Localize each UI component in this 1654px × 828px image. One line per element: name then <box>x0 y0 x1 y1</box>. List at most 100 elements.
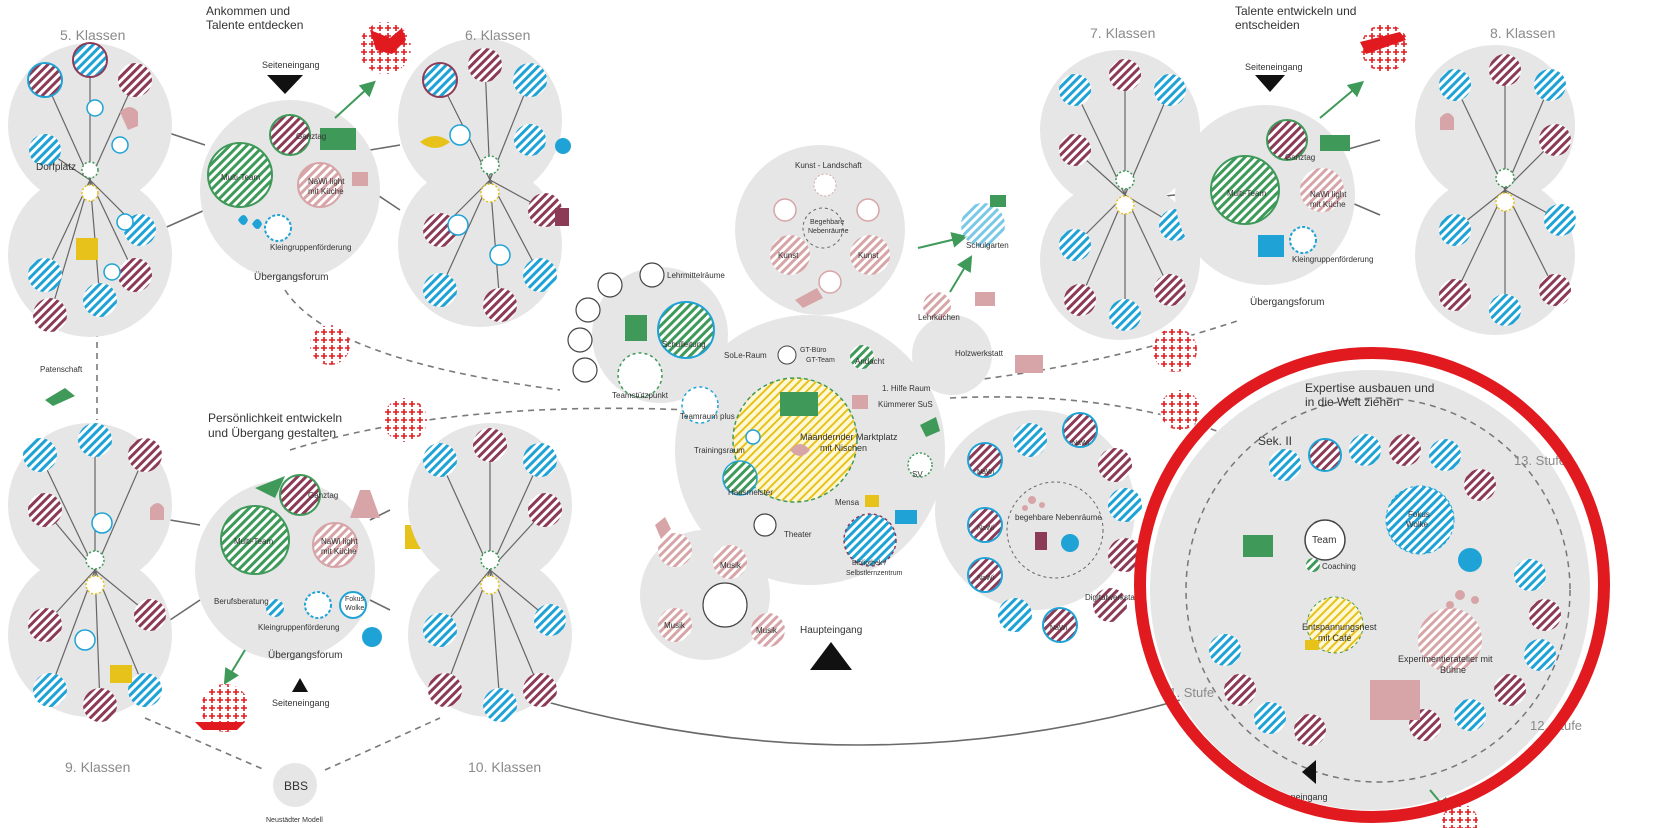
bbs-label: BBS <box>284 779 308 793</box>
digitalwerkstatt-label: Digitalwerkstatt <box>1085 593 1140 602</box>
kunst-landschaft-label: Kunst - Landschaft <box>795 161 862 170</box>
fokus-label: Fokus <box>345 596 365 603</box>
kleingruppe-label: Kleingruppenförderung <box>270 243 351 252</box>
cluster-label-6: 6. Klassen <box>465 27 530 43</box>
kleingruppe-label-2: Kleingruppenförderung <box>258 623 339 632</box>
uebergangsforum-label-2: Übergangsforum <box>268 649 342 661</box>
musik-label-2: Musik <box>664 621 686 630</box>
sek-fokus-label: Fokus <box>1408 510 1430 519</box>
cluster-7-klassen: 7. Klassen <box>1040 25 1200 340</box>
brain-icon <box>1061 534 1079 552</box>
brain-head-icon <box>362 627 382 647</box>
bbs-node: BBS Neustädter Modell <box>266 763 323 824</box>
uebergangsforum-label: Übergangsforum <box>254 271 328 283</box>
guitarist-icon <box>655 517 671 539</box>
trainingsraum-label: Trainingsraum <box>694 446 745 455</box>
brain-head-icon-2 <box>1458 548 1482 572</box>
gt-team-label: GT-Team <box>806 357 835 364</box>
seiteneingang-label: Seiteneingang <box>262 60 320 70</box>
marktplatz-label: Mäandernder Marktplatz <box>800 432 898 442</box>
schulleitung-label: Schulleitung <box>662 340 706 349</box>
person-relaxing-icon <box>1440 113 1454 130</box>
microscope-icon <box>1035 532 1047 550</box>
coaching-label: Coaching <box>1322 562 1356 571</box>
multi-team-label-3: Multi-Team <box>1227 189 1266 198</box>
theater-label: Theater <box>784 530 812 539</box>
andacht-label: Andacht <box>855 357 885 366</box>
team-label: Team <box>1312 535 1336 546</box>
nawi-light-label-2: NaWi light <box>321 537 358 546</box>
cluster-5-klassen: 5. Klassen Dorfplatz <box>8 27 172 337</box>
main-entrance-triangle-icon <box>810 642 852 670</box>
gt-buero-label: GT-Büro <box>800 347 827 354</box>
mit-kueche-label: mit Küche <box>308 187 344 196</box>
phase-ankommen-subtitle: Talente entdecken <box>206 18 303 32</box>
phase-persoenlichkeit-subtitle: und Übergang gestalten <box>208 426 336 440</box>
entspannungsnest-label: Entspannungsnest <box>1302 622 1377 632</box>
patenschaft-label: Patenschaft <box>40 365 83 374</box>
mensa-label: Mensa <box>835 498 860 507</box>
sv-label: SV <box>912 470 923 479</box>
sek-ii-label: Sek. II <box>1258 434 1292 448</box>
uebergangsforum-label-3: Übergangsforum <box>1250 296 1324 308</box>
phase-persoenlichkeit-title: Persönlichkeit entwickeln <box>208 411 342 425</box>
coffee-cup-icon-2 <box>1305 640 1319 650</box>
nawi-label-2: NaWi <box>1072 440 1090 447</box>
selbstlernzentrum-label: Selbstlernzentrum <box>846 570 903 577</box>
sled-icon <box>45 388 75 406</box>
kunst-label-1: Kunst <box>778 251 799 260</box>
multi-team-label-2: Multi-Team <box>234 537 273 546</box>
mit-nischen-label: mit Nischen <box>820 443 867 453</box>
nawi-light-label: NaWi light <box>308 177 345 186</box>
phase-talente-subtitle: entscheiden <box>1235 18 1300 32</box>
conversation-icon <box>1258 235 1284 257</box>
teamraum-plus-label: Teamraum plus <box>680 412 735 421</box>
sek-ii-area: Sek. II 13. Stufe 11. Stufe 12. Stufe Te… <box>1150 370 1590 828</box>
coaching-people-icon <box>1243 535 1273 557</box>
dorfplatz-label: Dorfplatz <box>36 162 76 173</box>
stufe-13-label: 13. Stufe <box>1514 453 1566 468</box>
hausmeister-label: Hausmeister <box>728 488 773 497</box>
sek-ii-rooms <box>1209 434 1561 746</box>
paint-hand-icon <box>795 288 823 308</box>
neustaedter-label: Neustädter Modell <box>266 817 323 824</box>
schulgarten-label: Schulgarten <box>966 241 1009 250</box>
toolbox-icon <box>1015 355 1043 373</box>
cluster-8-klassen: 8. Klassen <box>1415 25 1576 335</box>
hub-persoenlichkeit: Multi-Team Ganztag NaWi light mit Küche … <box>195 398 431 732</box>
kleingruppe-label-3: Kleingruppenförderung <box>1292 255 1373 264</box>
cluster-label-5: 5. Klassen <box>60 27 125 43</box>
picture-frame-icon <box>852 395 868 409</box>
entrance-triangle-icon-2 <box>292 678 308 692</box>
phase-talente-title: Talente entwickeln und <box>1235 4 1356 18</box>
flask-icon <box>350 490 380 518</box>
person-sitting-icon <box>120 107 138 130</box>
phase-expertise-title: Expertise ausbauen und <box>1305 381 1434 395</box>
ganztag-label-2: Ganztag <box>308 491 338 500</box>
entrance-triangle-icon-3 <box>1255 75 1285 92</box>
nebenraeume-label: Nebenräume <box>808 228 849 235</box>
nawi-begehbare-label: begehbare Nebenräume <box>1015 513 1102 522</box>
nawi-label-3: NaWi <box>977 525 995 532</box>
haupteingang-label: Haupteingang <box>800 625 862 636</box>
cluster-label-9: 9. Klassen <box>65 759 130 775</box>
mit-cafe-label: mit Café <box>1318 633 1352 643</box>
lehrkuechen-label: Lehrküchen <box>918 313 960 322</box>
phase-ankommen-title: Ankommen und <box>206 4 290 18</box>
discussion-group-icon <box>1370 680 1420 720</box>
market-people-icon <box>780 392 818 416</box>
teamstuetzpunkt-label: Teamstützpunkt <box>612 391 669 400</box>
sole-raum-label: SoLe-Raum <box>724 351 767 360</box>
kuemmerer-label: Kümmerer SuS <box>878 400 933 409</box>
lips-icon <box>420 136 450 148</box>
person-reading-icon <box>150 503 164 520</box>
books-icon <box>895 510 917 524</box>
hub-talente: Multi-Team Ganztag NaWi light mit Küche … <box>1175 4 1409 308</box>
hand-icon <box>920 417 940 437</box>
watering-can-icon <box>990 195 1006 207</box>
cluster-label-10: 10. Klassen <box>468 759 541 775</box>
team-figures-icon <box>625 315 647 341</box>
ganztag-label: Ganztag <box>296 132 326 141</box>
mit-kueche-label-3: mit Küche <box>1310 200 1346 209</box>
